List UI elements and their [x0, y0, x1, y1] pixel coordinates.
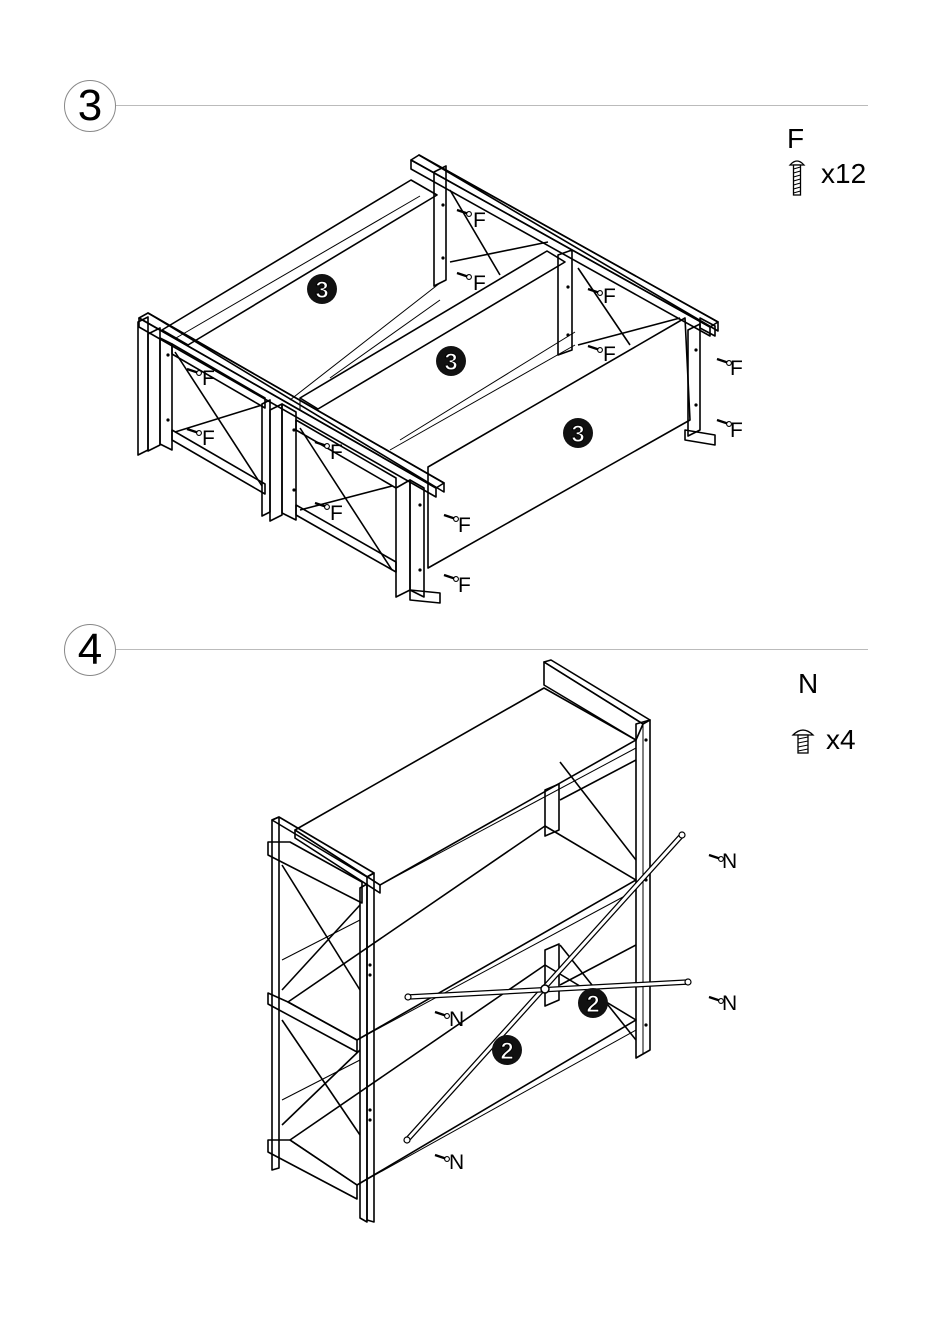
screw-label: F [202, 367, 215, 390]
step-4-part-badge: 2 [492, 1035, 522, 1065]
screw-callout-f: F [444, 514, 471, 537]
screw-callout-f: F [444, 574, 471, 597]
screw-callout-n: N [435, 1151, 464, 1174]
screw-callout-n: N [435, 1008, 464, 1031]
screw-callout-f: F [315, 441, 343, 464]
screw-label: N [722, 992, 737, 1015]
part-badge-label: 3 [444, 349, 457, 376]
screw-callout-f: F [717, 357, 743, 380]
screw-label: N [722, 850, 737, 873]
screw-label: F [603, 343, 616, 366]
screw-callout-n: N [709, 850, 737, 873]
screw-callout-n: N [709, 992, 737, 1015]
screw-label: F [473, 272, 486, 295]
step-3-part-badge: 3 [563, 418, 593, 448]
part-badge-label: 3 [571, 421, 584, 448]
step-3-part-badge: 3 [436, 346, 466, 376]
screw-callout-f: F [457, 272, 486, 295]
screw-label: F [330, 441, 343, 464]
screw-callout-f: F [717, 419, 743, 442]
screw-label: F [603, 285, 616, 308]
part-badge-label: 2 [586, 991, 599, 1018]
part-badge-label: 2 [500, 1038, 513, 1065]
screw-label: F [730, 357, 743, 380]
step-4-part-badge: 2 [578, 988, 608, 1018]
screw-label: F [458, 574, 471, 597]
screw-f-icon [790, 161, 804, 195]
part-badge-label: 3 [315, 277, 328, 304]
screw-label: N [449, 1151, 464, 1174]
screw-callout-f: F [588, 343, 616, 366]
step-3-part-badge: 3 [307, 274, 337, 304]
screw-callout-f: F [315, 502, 343, 525]
screw-label: F [473, 209, 486, 232]
screw-label: F [202, 427, 215, 450]
screw-n-icon [793, 730, 813, 753]
screw-label: F [330, 502, 343, 525]
screw-callout-f: F [457, 209, 486, 232]
step-4-shelf-unit [268, 660, 650, 1222]
screw-label: F [730, 419, 743, 442]
screw-label: F [458, 514, 471, 537]
step-3-frame [138, 155, 718, 603]
screw-label: N [449, 1008, 464, 1031]
